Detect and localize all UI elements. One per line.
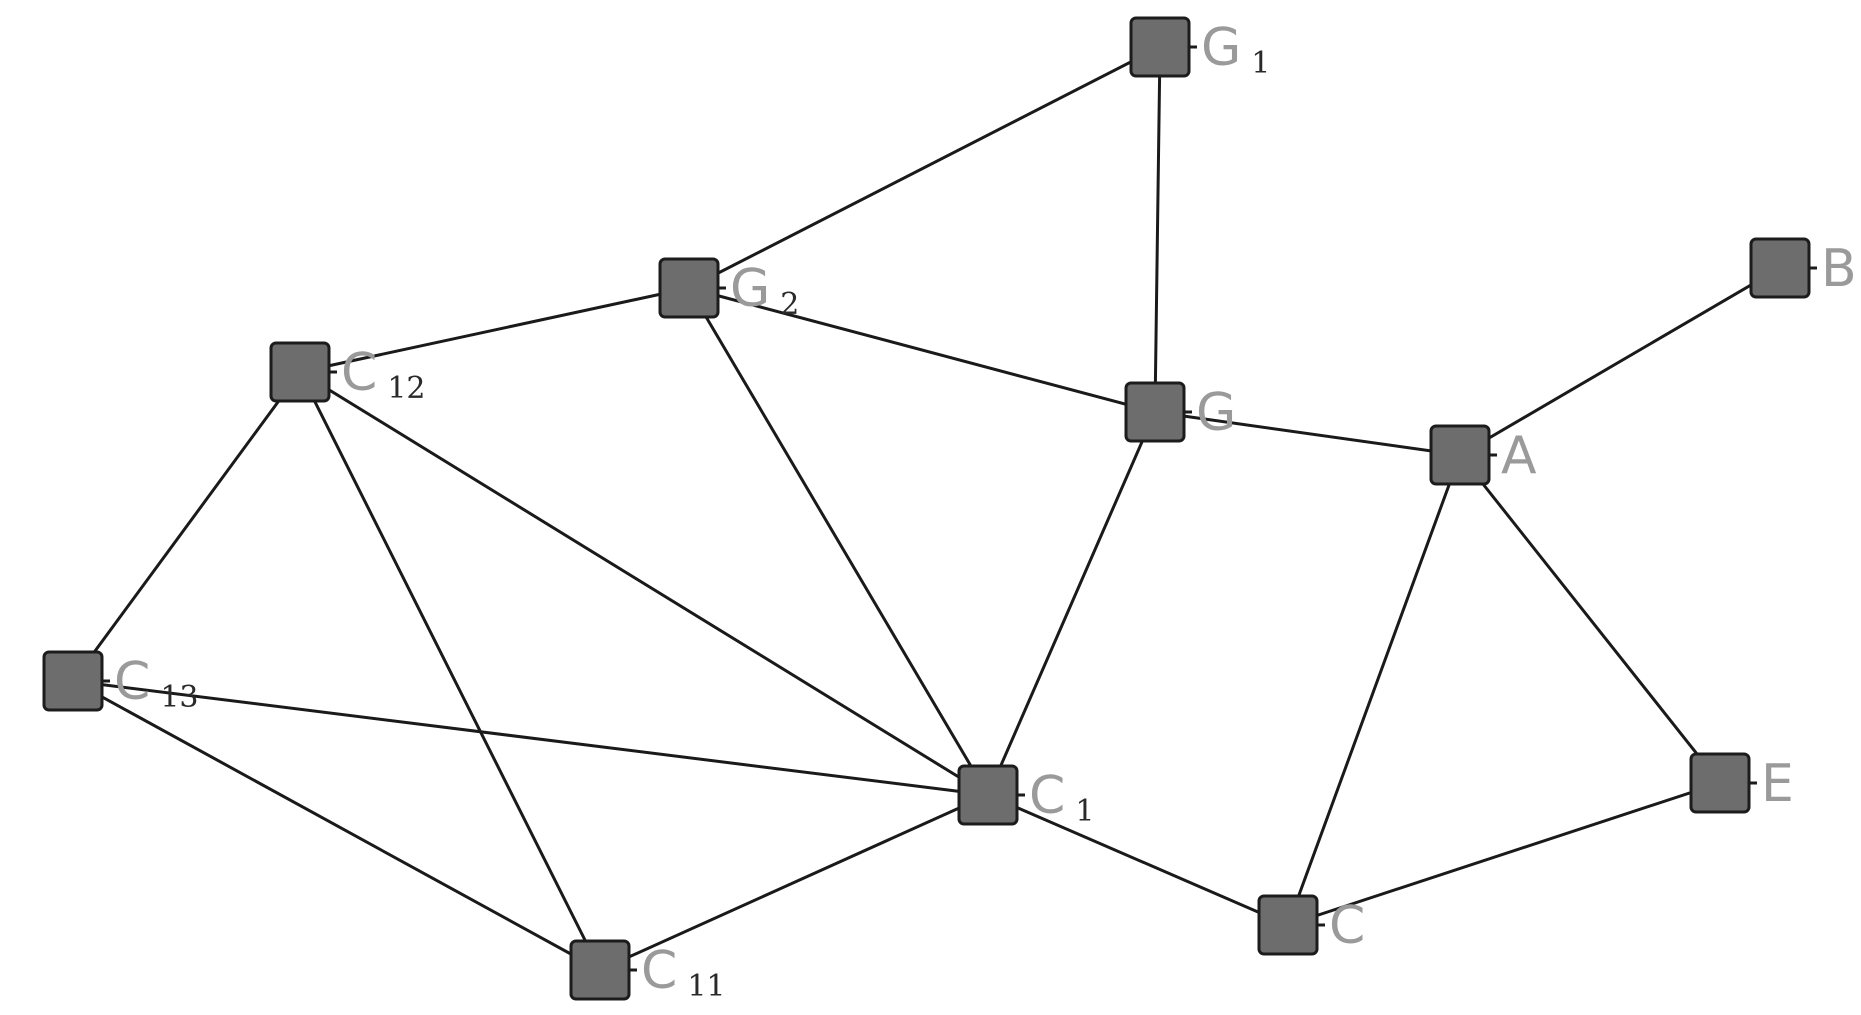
node-label-letter: C	[1029, 766, 1065, 826]
edge-layer	[71, 45, 1782, 972]
node-g: G	[1124, 381, 1236, 443]
node-label-letter: C	[114, 652, 150, 712]
node-label-subscript: 13	[160, 680, 198, 715]
node-label-letter: A	[1501, 426, 1537, 486]
edge-c1-c11	[598, 793, 990, 972]
edge-g-c1	[986, 410, 1157, 797]
node-box	[957, 764, 1019, 826]
edge-a-c	[1286, 453, 1462, 927]
node-label-letter: G	[1196, 383, 1236, 443]
node-label-subscript: 2	[780, 287, 799, 322]
node-label: C	[1329, 896, 1365, 956]
node-box	[569, 939, 631, 1001]
node-label-letter: E	[1761, 754, 1794, 814]
node-c: C	[1257, 894, 1365, 956]
node-box	[1429, 424, 1491, 486]
node-box	[1749, 237, 1811, 299]
node-label-letter: C	[641, 941, 677, 1001]
node-label: C 13	[114, 652, 199, 715]
edge-g1-g2	[687, 45, 1162, 290]
edge-b-a	[1458, 266, 1782, 457]
edge-g2-c12	[298, 286, 691, 374]
node-label-subscript: 1	[1251, 46, 1270, 81]
edge-g2-c1	[687, 286, 990, 797]
edge-g-a	[1153, 410, 1462, 457]
node-b: B	[1749, 237, 1857, 299]
node-label-letter: C	[341, 343, 377, 403]
edge-c12-c11	[298, 370, 602, 972]
edge-c12-c13	[71, 370, 302, 683]
node-label-letter: C	[1329, 896, 1365, 956]
node-label: B	[1821, 239, 1857, 299]
node-label: E	[1761, 754, 1794, 814]
node-box	[658, 257, 720, 319]
node-label-subscript: 12	[387, 371, 425, 406]
node-box	[1257, 894, 1319, 956]
node-label-letter: B	[1821, 239, 1857, 299]
edge-g2-g	[687, 286, 1157, 414]
edge-c13-c1	[71, 679, 990, 797]
node-box	[1129, 16, 1191, 78]
node-box	[269, 341, 331, 403]
node-label-letter: G	[730, 259, 770, 319]
node-label-subscript: 1	[1075, 794, 1094, 829]
edge-c12-c1	[298, 370, 990, 797]
node-box	[1689, 752, 1751, 814]
node-label: C 12	[341, 343, 426, 406]
node-a: A	[1429, 424, 1537, 486]
node-c13: C 13	[42, 650, 199, 715]
node-box	[1124, 381, 1186, 443]
node-label: G	[1196, 383, 1236, 443]
edge-g1-g	[1153, 45, 1162, 414]
edge-a-e	[1458, 453, 1722, 785]
node-label: C 11	[641, 941, 726, 1004]
node-box	[42, 650, 104, 712]
node-label-subscript: 11	[687, 969, 725, 1004]
node-c12: C 12	[269, 341, 426, 406]
node-label-letter: G	[1201, 18, 1241, 78]
edge-c13-c11	[71, 679, 602, 972]
node-c11: C 11	[569, 939, 726, 1004]
edge-c-e	[1286, 781, 1722, 927]
edge-c1-c	[986, 793, 1290, 927]
node-label: A	[1501, 426, 1537, 486]
node-e: E	[1689, 752, 1794, 814]
